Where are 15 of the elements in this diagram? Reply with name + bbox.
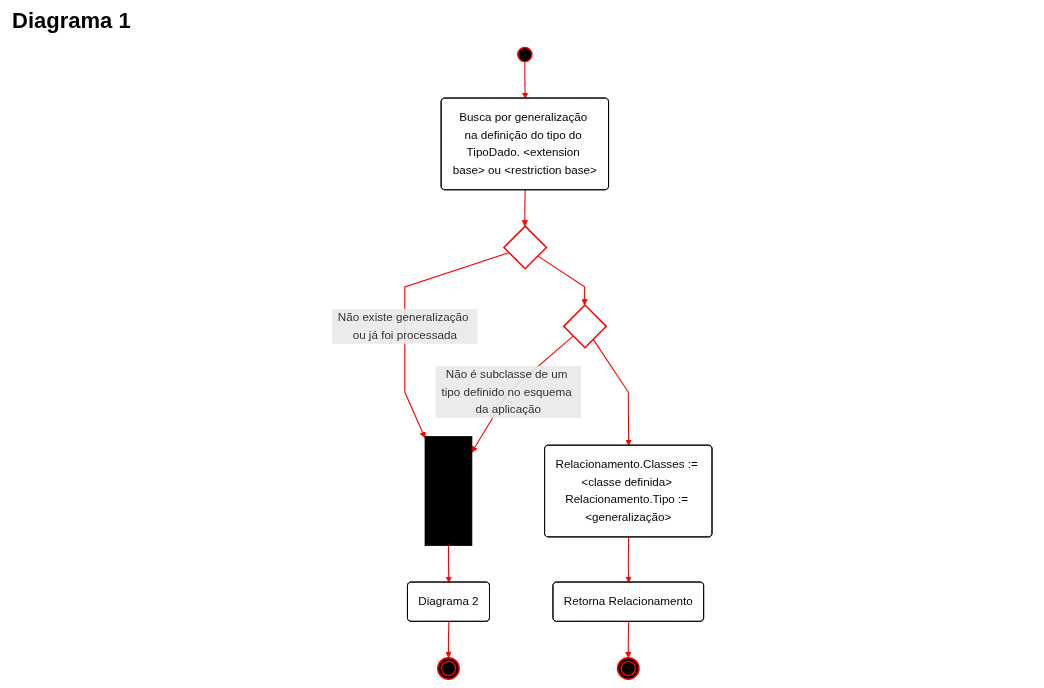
node-diamond xyxy=(502,225,548,270)
arrow xyxy=(592,338,632,446)
diagram-title: Diagrama 1 xyxy=(12,8,131,34)
arrow xyxy=(521,189,529,227)
node-diamond xyxy=(562,304,608,349)
arrow xyxy=(445,545,452,583)
arrow xyxy=(625,621,632,659)
edge-label: Não existe generalização ou já foi processada xyxy=(337,311,469,341)
arrow xyxy=(625,536,632,583)
edge-label: Não é subclasse de um tipo definido no esquema da aplicação xyxy=(441,368,572,416)
arrow xyxy=(521,61,529,99)
node-bar xyxy=(424,436,473,546)
arrow xyxy=(537,255,588,306)
node-circle xyxy=(517,46,533,63)
arrow xyxy=(445,621,452,659)
